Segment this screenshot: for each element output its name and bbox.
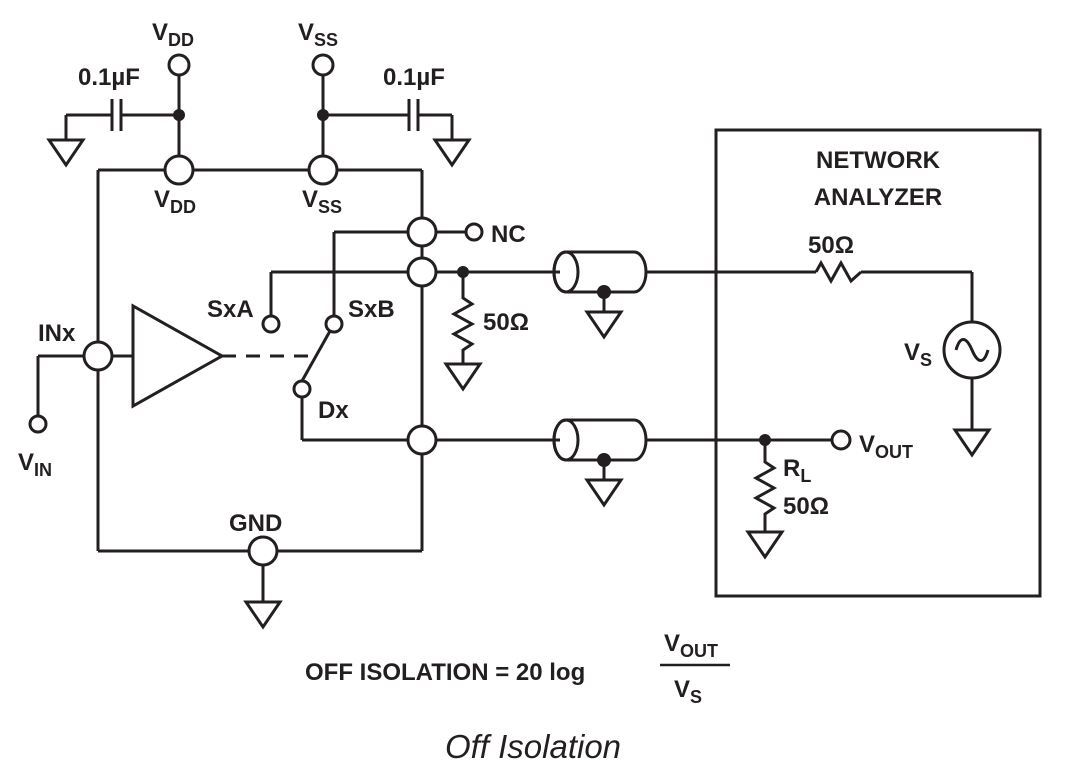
gnd-pin (247, 535, 279, 567)
coax-cable-bottom (552, 418, 718, 508)
network-analyzer (714, 128, 1042, 598)
figure-caption: Off Isolation (444, 728, 622, 765)
vout-label: VOUT (859, 431, 913, 462)
vdd-supply-terminal (167, 53, 191, 77)
vss-supply-terminal (311, 53, 335, 77)
off-isolation-formula: OFF ISOLATION = 20 log VOUT VS (305, 630, 730, 707)
dx-label: Dx (318, 397, 349, 424)
sine-wave-icon (954, 338, 990, 362)
ground-symbol (443, 362, 483, 392)
vs-label: VS (904, 339, 932, 370)
vss-pin-label: VSS (302, 186, 342, 217)
analyzer-label-line2: ANALYZER (814, 184, 942, 211)
switch-wiper (300, 330, 332, 382)
nc-pin (406, 216, 438, 248)
coax-cable-top (552, 250, 718, 340)
vdd-pin-label: VDD (154, 186, 196, 217)
load-resistor (752, 440, 778, 532)
gnd-pin-network (243, 535, 283, 630)
inx-pin (82, 340, 114, 372)
vin-label: VIN (18, 449, 52, 480)
logic-driver (28, 303, 226, 434)
source-resistor (814, 259, 863, 285)
vss-supply-network (307, 53, 472, 186)
spdt-switch (222, 314, 408, 442)
nc-pin-network (332, 216, 484, 320)
formula-numerator: VOUT (664, 630, 718, 661)
vout-terminal (830, 429, 852, 451)
source-pin (406, 256, 438, 288)
analyzer-box (714, 128, 1042, 598)
formula-denominator: VS (674, 676, 702, 707)
inx-label: INx (38, 320, 76, 347)
vin-terminal (28, 414, 48, 434)
source-pin-network (261, 256, 560, 392)
source-resistor-label: 50Ω (808, 232, 854, 259)
termination-resistor-label: 50Ω (483, 309, 529, 336)
vdd-supply-network (46, 53, 195, 186)
sxb-contact (324, 314, 344, 334)
vdd-supply-label: VDD (152, 19, 194, 50)
rl-value-label: 50Ω (783, 493, 829, 520)
ground-symbol (432, 138, 472, 168)
analyzer-label-line1: NETWORK (816, 147, 941, 174)
ground-symbol (952, 428, 992, 458)
drain-pin (406, 424, 438, 456)
drain-pin-network (406, 424, 560, 456)
cap-right-label: 0.1µF (383, 64, 445, 91)
gnd-label: GND (229, 510, 282, 537)
cap-left-label: 0.1µF (78, 64, 140, 91)
ground-symbol (584, 478, 624, 508)
sxa-contact (261, 314, 281, 334)
vss-supply-label: VSS (298, 19, 338, 50)
nc-label: NC (491, 221, 526, 248)
device-package-outline (96, 168, 424, 553)
vdd-pin (163, 154, 195, 186)
ground-symbol (745, 530, 785, 560)
formula-lhs: OFF ISOLATION = 20 log (305, 659, 585, 686)
nc-terminal (464, 222, 484, 242)
test-circuit-schematic: VDD VSS 0.1µF 0.1µF VDD VSS NC SxA SxB I… (18, 19, 1042, 707)
vss-pin (307, 154, 339, 186)
dx-contact (292, 379, 312, 399)
ground-symbol (46, 138, 86, 168)
termination-resistor (450, 272, 476, 364)
sxa-label: SxA (207, 296, 254, 323)
sxb-label: SxB (348, 296, 395, 323)
rl-label: RL (783, 455, 811, 486)
ground-symbol (243, 600, 283, 630)
ground-symbol (584, 310, 624, 340)
component-labels: VDD VSS 0.1µF 0.1µF VDD VSS NC SxA SxB I… (18, 19, 942, 537)
